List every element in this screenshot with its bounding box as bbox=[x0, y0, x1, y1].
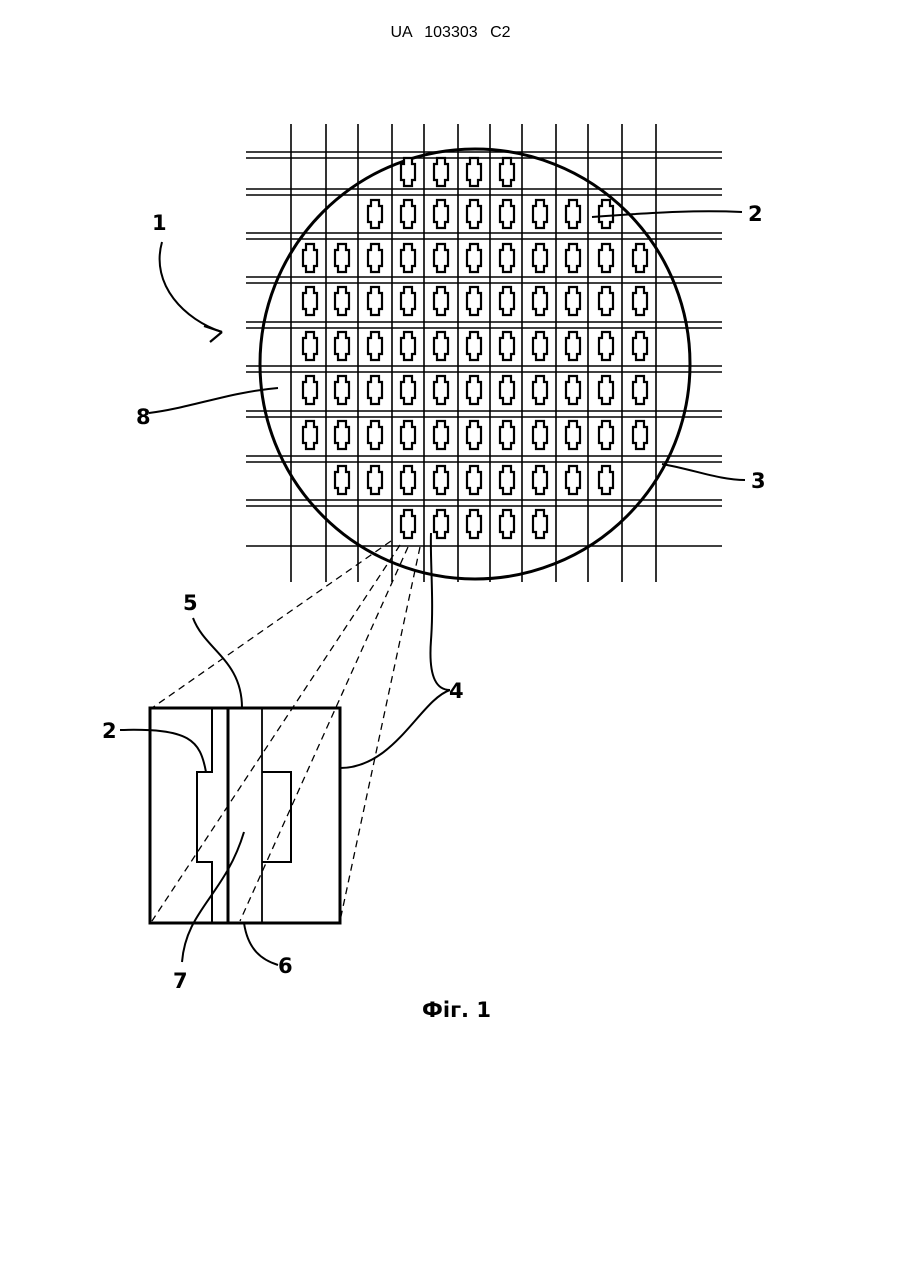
die bbox=[599, 200, 613, 228]
die bbox=[303, 376, 317, 404]
enlarged-die bbox=[150, 708, 340, 923]
die bbox=[599, 421, 613, 449]
die bbox=[401, 332, 415, 360]
die bbox=[335, 332, 349, 360]
die bbox=[467, 158, 481, 186]
die bbox=[303, 421, 317, 449]
die bbox=[434, 510, 448, 538]
die bbox=[500, 510, 514, 538]
die bbox=[599, 466, 613, 494]
die bbox=[368, 287, 382, 315]
die bbox=[401, 510, 415, 538]
die bbox=[368, 200, 382, 228]
die bbox=[500, 421, 514, 449]
die bbox=[434, 158, 448, 186]
die bbox=[335, 466, 349, 494]
die bbox=[303, 332, 317, 360]
die bbox=[599, 287, 613, 315]
die bbox=[401, 376, 415, 404]
die bbox=[401, 244, 415, 272]
die bbox=[633, 287, 647, 315]
die bbox=[401, 200, 415, 228]
figure-caption: Фіг. 1 bbox=[0, 998, 901, 1022]
die bbox=[335, 287, 349, 315]
die bbox=[434, 466, 448, 494]
die bbox=[434, 376, 448, 404]
die bbox=[633, 332, 647, 360]
die bbox=[434, 287, 448, 315]
die bbox=[500, 332, 514, 360]
die bbox=[599, 332, 613, 360]
die bbox=[434, 332, 448, 360]
label-die-enlarged: 2 bbox=[102, 719, 117, 743]
die bbox=[533, 332, 547, 360]
die bbox=[368, 244, 382, 272]
die bbox=[533, 510, 547, 538]
die bbox=[401, 158, 415, 186]
die bbox=[500, 466, 514, 494]
label-die: 2 bbox=[748, 202, 763, 226]
die bbox=[599, 244, 613, 272]
die bbox=[434, 200, 448, 228]
die bbox=[566, 421, 580, 449]
die bbox=[500, 244, 514, 272]
die bbox=[335, 421, 349, 449]
die bbox=[401, 466, 415, 494]
die bbox=[335, 376, 349, 404]
label-upper-line: 5 bbox=[183, 591, 198, 615]
die bbox=[467, 510, 481, 538]
die bbox=[467, 200, 481, 228]
die bbox=[500, 158, 514, 186]
die bbox=[467, 466, 481, 494]
die bbox=[566, 376, 580, 404]
die bbox=[566, 200, 580, 228]
die bbox=[533, 421, 547, 449]
die bbox=[401, 421, 415, 449]
die bbox=[500, 200, 514, 228]
die bbox=[368, 332, 382, 360]
die bbox=[633, 244, 647, 272]
die bbox=[467, 376, 481, 404]
die bbox=[434, 421, 448, 449]
die bbox=[633, 376, 647, 404]
label-scribe-line: 3 bbox=[751, 469, 766, 493]
leader-lines bbox=[120, 211, 745, 965]
die bbox=[500, 376, 514, 404]
label-inner-region: 7 bbox=[173, 969, 188, 993]
die bbox=[500, 287, 514, 315]
die bbox=[303, 244, 317, 272]
die bbox=[335, 244, 349, 272]
die bbox=[533, 200, 547, 228]
die bbox=[599, 376, 613, 404]
die bbox=[434, 244, 448, 272]
die bbox=[533, 287, 547, 315]
die bbox=[566, 287, 580, 315]
die bbox=[303, 287, 317, 315]
die-array bbox=[303, 158, 647, 538]
die bbox=[467, 244, 481, 272]
die bbox=[368, 376, 382, 404]
label-wafer-edge: 8 bbox=[136, 405, 151, 429]
label-test-structure: 4 bbox=[449, 679, 464, 703]
die bbox=[467, 421, 481, 449]
label-lower-line: 6 bbox=[278, 954, 293, 978]
die bbox=[533, 466, 547, 494]
die bbox=[566, 244, 580, 272]
die bbox=[401, 287, 415, 315]
die bbox=[633, 421, 647, 449]
die bbox=[467, 287, 481, 315]
die bbox=[566, 466, 580, 494]
die bbox=[368, 466, 382, 494]
die bbox=[368, 421, 382, 449]
die bbox=[566, 332, 580, 360]
die bbox=[533, 376, 547, 404]
label-wafer: 1 bbox=[152, 211, 167, 235]
die bbox=[467, 332, 481, 360]
die bbox=[533, 244, 547, 272]
